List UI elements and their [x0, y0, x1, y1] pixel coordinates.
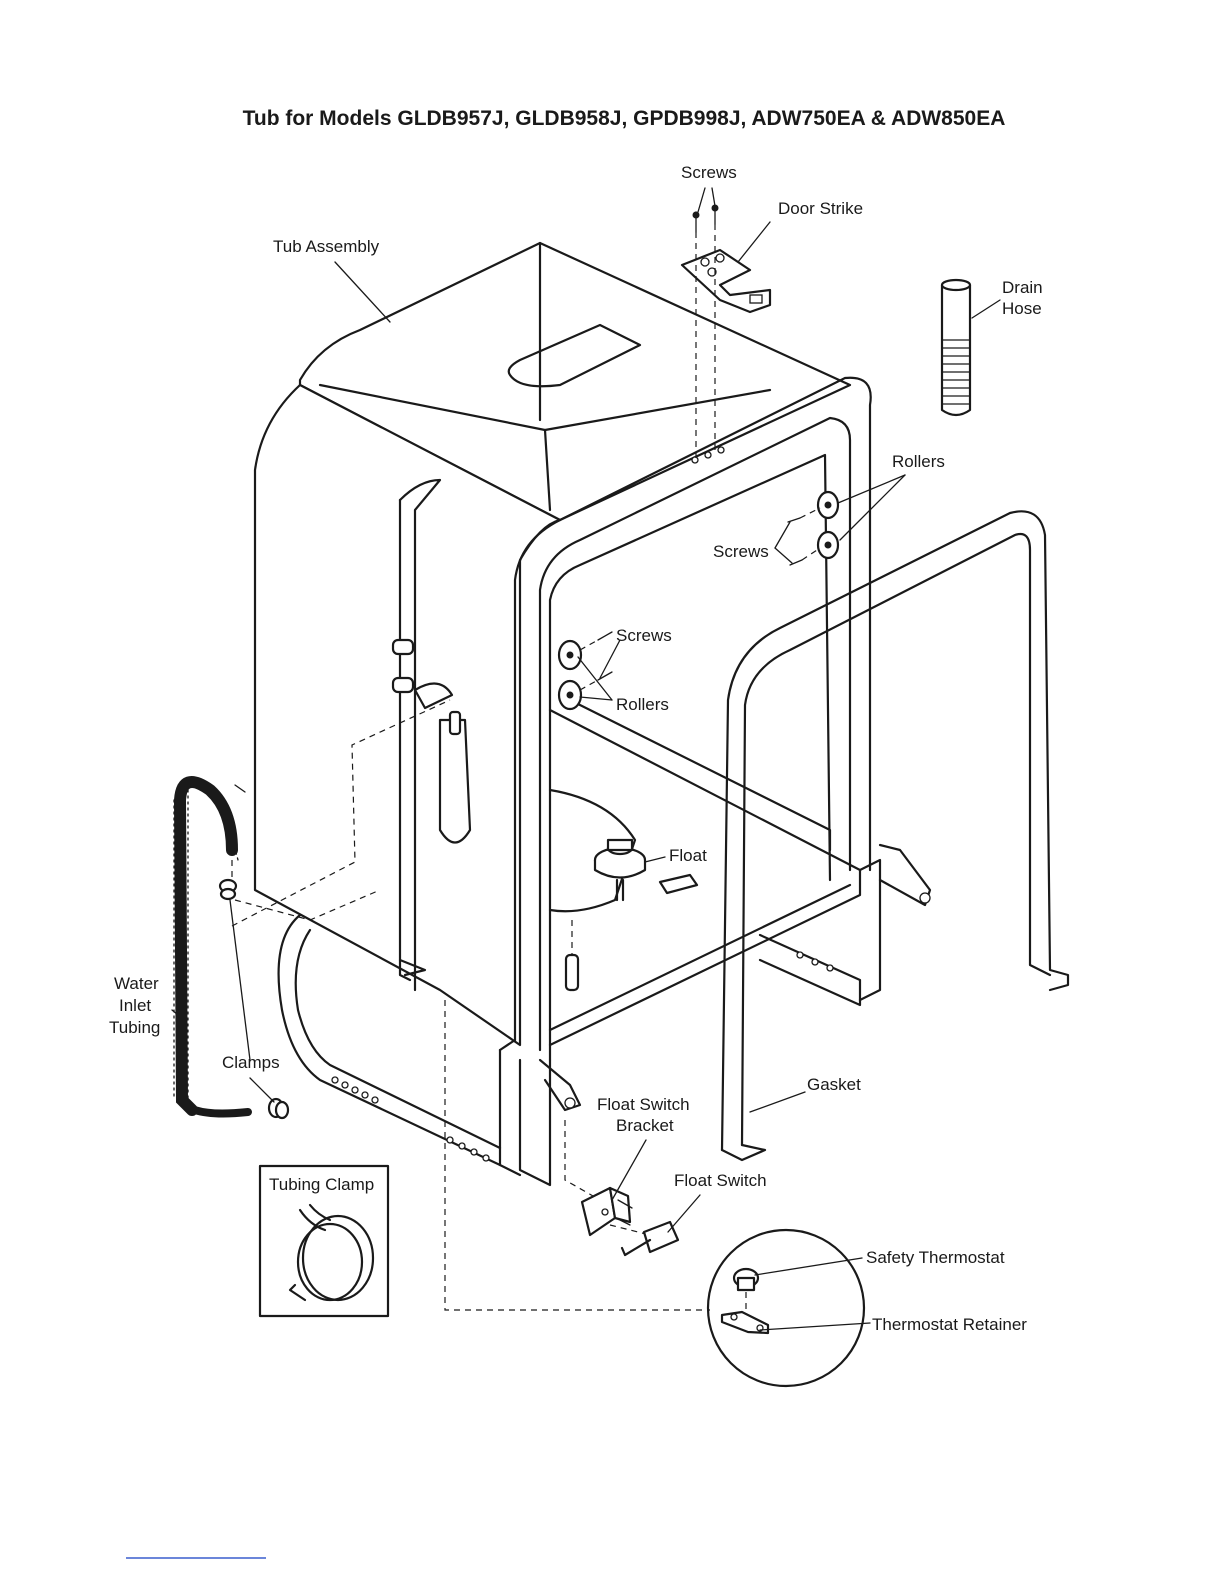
label-water-inlet-3: Tubing [109, 1018, 160, 1037]
label-clamps: Clamps [222, 1053, 280, 1072]
thermostat-detail [708, 1230, 864, 1386]
label-drain-hose-2: Hose [1002, 299, 1042, 318]
label-screws-top: Screws [681, 163, 737, 182]
label-thermostat-retainer: Thermostat Retainer [872, 1315, 1027, 1334]
screws-left [580, 632, 612, 690]
label-water-inlet-1: Water [114, 974, 159, 993]
screws-right [788, 508, 820, 565]
label-screws-right: Screws [713, 542, 769, 561]
label-screws-left: Screws [616, 626, 672, 645]
rollers-left [559, 641, 581, 709]
float-assembly [550, 790, 697, 990]
label-gasket: Gasket [807, 1075, 861, 1094]
diagram-title: Tub for Models GLDB957J, GLDB958J, GPDB9… [243, 107, 1006, 130]
float-switch-bracket [582, 1188, 632, 1235]
float-switch [622, 1222, 678, 1255]
label-rollers-left: Rollers [616, 695, 669, 714]
label-tub-assembly: Tub Assembly [273, 237, 380, 256]
label-safety-thermostat: Safety Thermostat [866, 1248, 1005, 1267]
label-float-switch-bracket-2: Bracket [616, 1116, 674, 1135]
label-tubing-clamp: Tubing Clamp [269, 1175, 374, 1194]
label-water-inlet-2: Inlet [119, 996, 151, 1015]
label-door-strike: Door Strike [778, 199, 863, 218]
label-float: Float [669, 846, 707, 865]
door-strike [682, 250, 770, 312]
tub-assembly [255, 243, 850, 1045]
label-rollers-right: Rollers [892, 452, 945, 471]
drain-hose [942, 280, 970, 415]
label-float-switch-bracket-1: Float Switch [597, 1095, 690, 1114]
gasket [722, 511, 1068, 1160]
base-frame [279, 915, 860, 1165]
rollers-right [818, 492, 838, 558]
label-drain-hose-1: Drain [1002, 278, 1043, 297]
label-float-switch: Float Switch [674, 1171, 767, 1190]
